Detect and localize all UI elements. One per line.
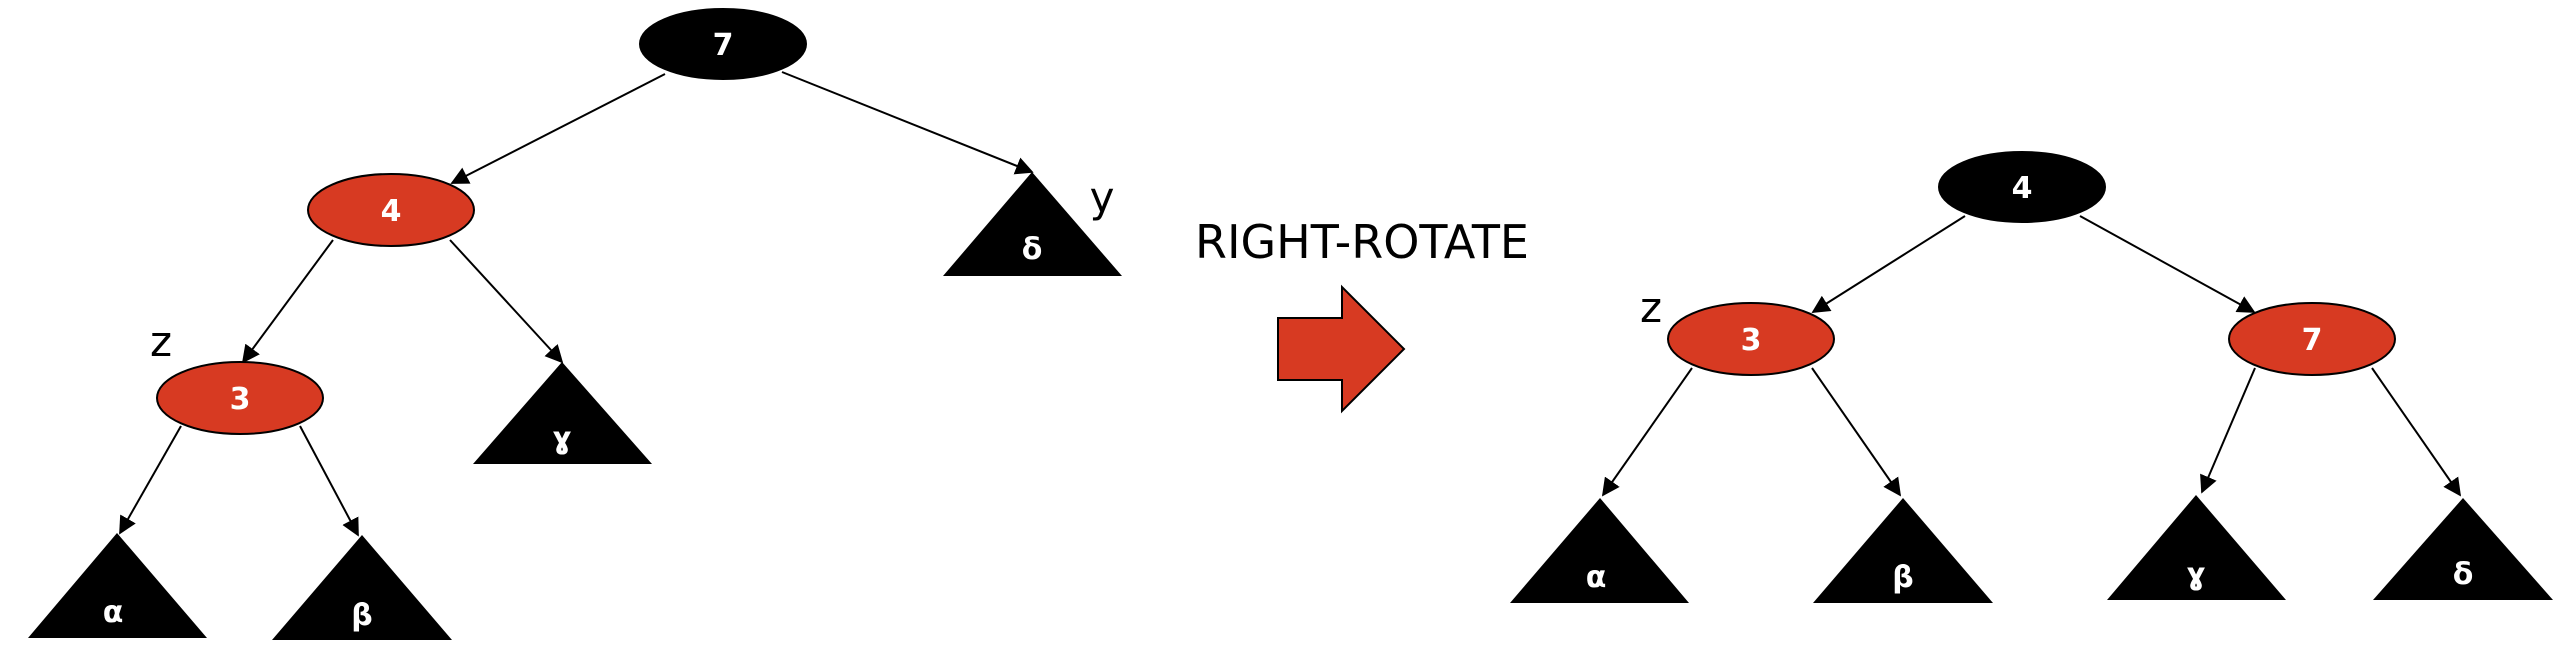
edge-r7-to-delta [2371, 367, 2462, 497]
pointer-z-label: z [150, 317, 172, 366]
subtree-r-alpha-label: α [1586, 560, 1607, 595]
edge-r4-to-r7 [2079, 215, 2256, 313]
edge-r4-to-r3 [1811, 215, 1966, 313]
pointer-y-label: y [1090, 173, 1115, 222]
node-r4-ellipse [1938, 151, 2106, 223]
edge-r3-to-beta [1811, 367, 1902, 497]
subtree-r-delta-triangle [2373, 498, 2553, 600]
node-3: 3 [156, 361, 324, 435]
edge-r7-to-gamma [2200, 367, 2256, 494]
edge-4-to-3 [241, 239, 334, 364]
node-r4-label: 4 [2012, 171, 2033, 206]
subtree-r-delta-label: δ [2453, 557, 2474, 592]
subtree-r-beta: β [1813, 498, 1993, 603]
node-r7-label: 7 [2302, 323, 2323, 358]
subtree-gamma-label: ɣ [552, 421, 571, 456]
subtree-alpha-triangle [28, 533, 207, 638]
subtree-r-gamma-label: ɣ [2186, 557, 2205, 592]
node-7-label: 7 [713, 28, 734, 63]
node-3-label: 3 [230, 382, 251, 417]
subtree-alpha: α [28, 533, 207, 638]
subtree-r-gamma-triangle [2107, 495, 2286, 600]
pointer-r-z-label: z [1640, 283, 1662, 332]
subtree-r-alpha-triangle [1510, 498, 1689, 603]
edge-3-to-alpha [119, 425, 182, 535]
node-r4: 4 [1938, 151, 2106, 223]
node-4-ellipse [307, 173, 475, 247]
subtree-r-beta-triangle [1813, 498, 1993, 603]
left-tree: 7 4 3 δ ɣ α β y [28, 8, 1122, 640]
edge-r3-to-alpha [1601, 367, 1693, 497]
node-7-ellipse [639, 8, 807, 80]
subtree-r-beta-label: β [1892, 560, 1913, 595]
node-r3: 3 [1667, 302, 1835, 376]
edge-7-to-4 [450, 73, 666, 184]
node-r3-label: 3 [1741, 323, 1762, 358]
subtree-gamma-triangle [473, 362, 652, 464]
subtree-delta-label: δ [1022, 232, 1043, 267]
operation-arrow [1277, 284, 1406, 414]
node-7: 7 [639, 8, 807, 80]
node-r7: 7 [2228, 302, 2396, 376]
subtree-beta-label: β [351, 598, 372, 633]
node-r7-ellipse [2228, 302, 2396, 376]
operation: RIGHT-ROTATE [1195, 215, 1529, 414]
node-4: 4 [307, 173, 475, 247]
operation-label: RIGHT-ROTATE [1195, 215, 1529, 269]
subtree-alpha-label: α [103, 595, 124, 630]
subtree-r-alpha: α [1510, 498, 1689, 603]
edge-7-to-delta [781, 71, 1034, 175]
subtree-gamma: ɣ [473, 362, 652, 464]
subtree-beta-triangle [272, 535, 452, 640]
subtree-r-delta: δ [2373, 498, 2553, 600]
subtree-delta-triangle [943, 172, 1122, 276]
subtree-delta: δ [943, 172, 1122, 276]
subtree-r-gamma: ɣ [2107, 495, 2286, 600]
right-tree: 4 3 7 α β ɣ δ z [1510, 151, 2553, 603]
edge-3-to-beta [299, 425, 359, 537]
node-4-label: 4 [381, 194, 402, 229]
node-3-ellipse [156, 361, 324, 435]
node-r3-ellipse [1667, 302, 1835, 376]
subtree-beta: β [272, 535, 452, 640]
edge-4-to-gamma [449, 239, 564, 364]
